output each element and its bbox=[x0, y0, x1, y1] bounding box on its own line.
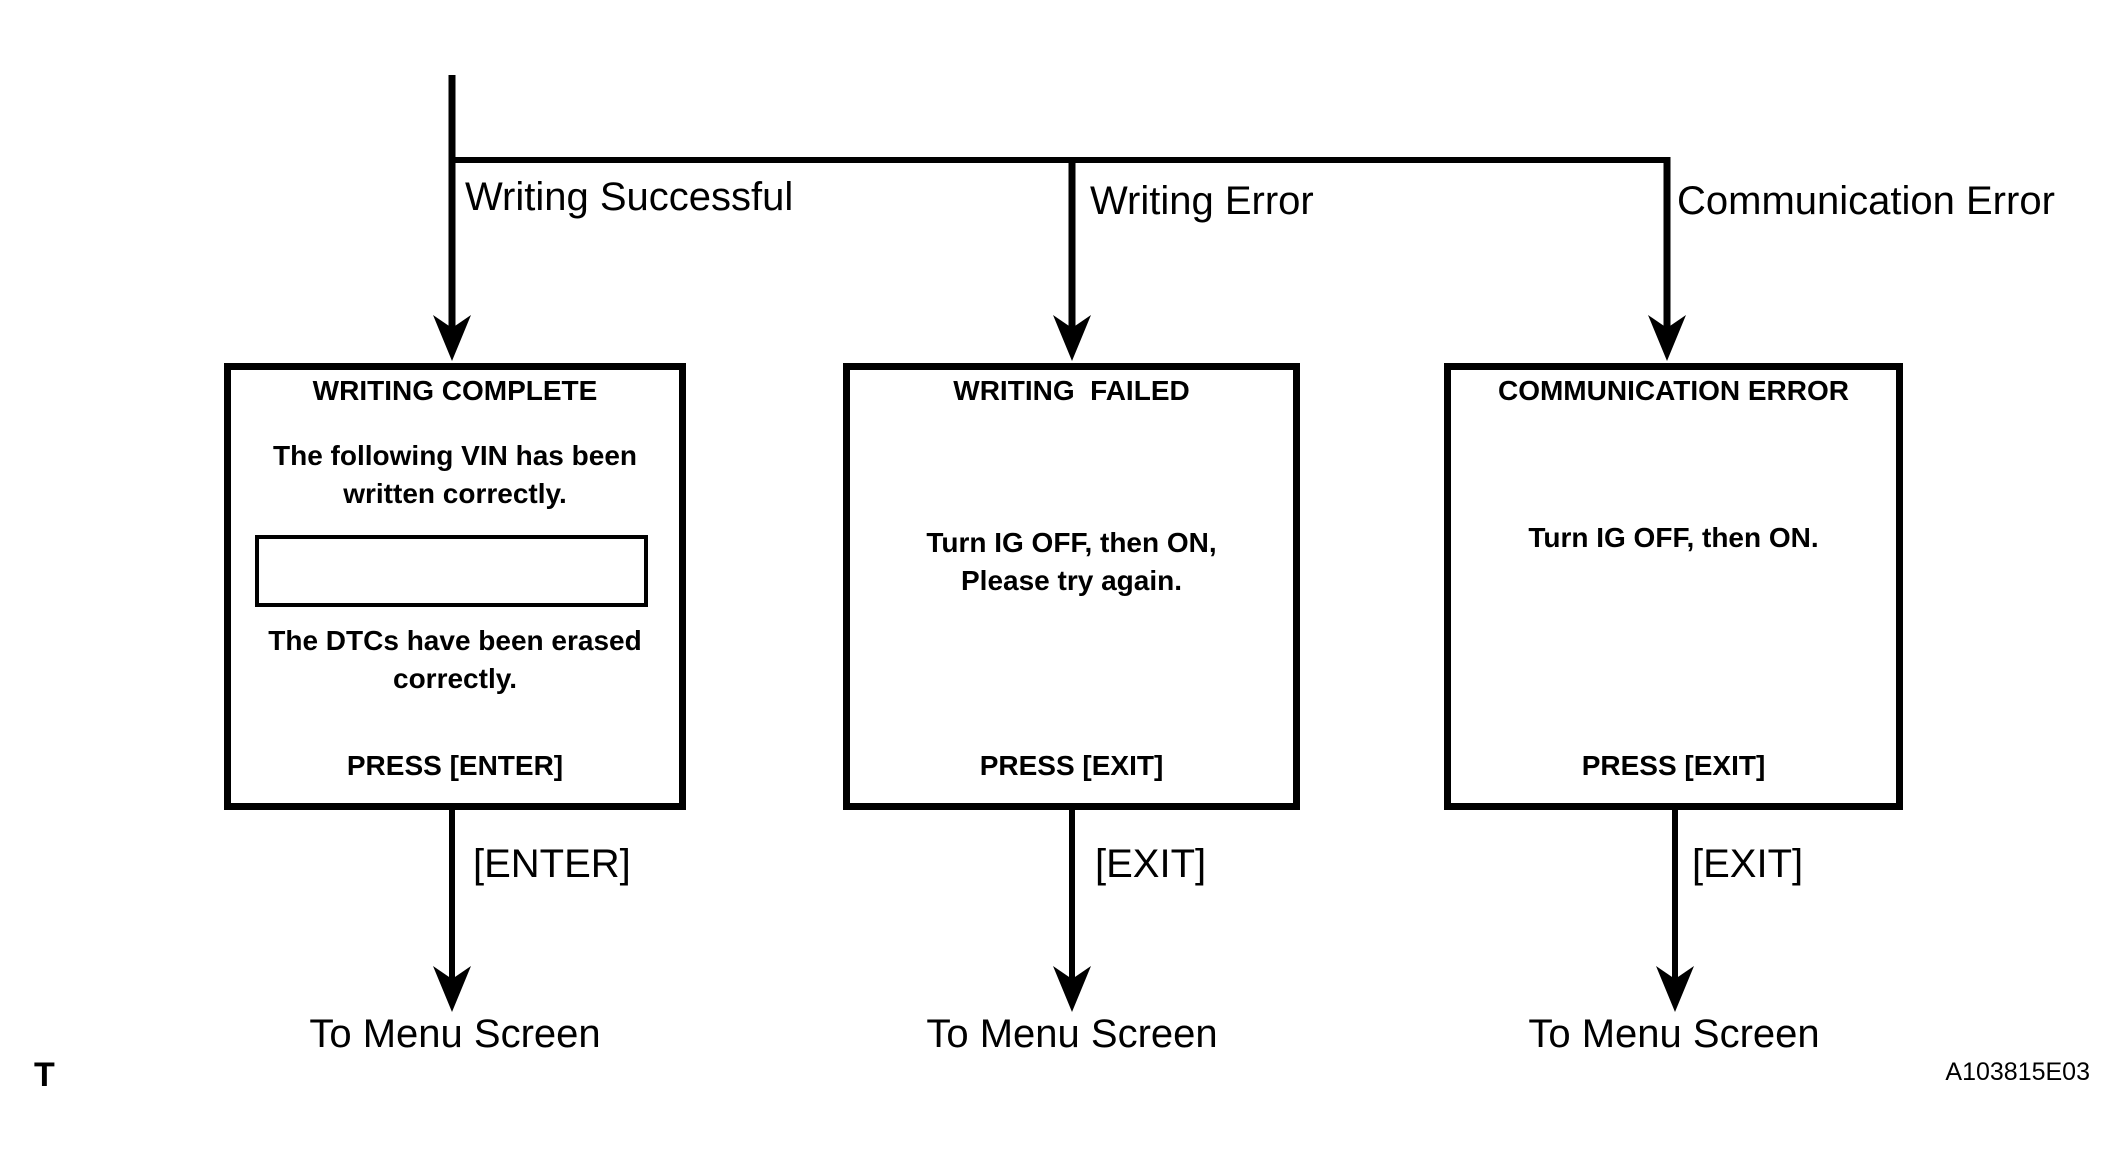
destination-label: To Menu Screen bbox=[309, 1012, 601, 1056]
screen-title: COMMUNICATION ERROR bbox=[1497, 375, 1849, 406]
screen-title: WRITING COMPLETE bbox=[312, 375, 598, 406]
key-label-exit: [EXIT] bbox=[1692, 842, 1804, 886]
press-instruction: PRESS [EXIT] bbox=[1581, 750, 1766, 781]
key-label-exit: [EXIT] bbox=[1095, 842, 1207, 886]
arrowhead-icons bbox=[433, 315, 1694, 1012]
screen-writing-failed: WRITING FAILED Turn IG OFF, then ON, Ple… bbox=[843, 363, 1300, 810]
branch-label-writing-error: Writing Error bbox=[1090, 179, 1314, 223]
page-marker: T bbox=[34, 1056, 55, 1094]
destination-label: To Menu Screen bbox=[926, 1012, 1218, 1056]
branch-label-communication-error: Communication Error bbox=[1677, 179, 2055, 223]
screen-writing-complete: WRITING COMPLETE The following VIN has b… bbox=[224, 363, 686, 810]
screen-communication-error: COMMUNICATION ERROR Turn IG OFF, then ON… bbox=[1444, 363, 1903, 810]
press-instruction: PRESS [ENTER] bbox=[346, 750, 564, 781]
branch-label-writing-successful: Writing Successful bbox=[465, 175, 794, 219]
screen-message: The DTCs have been erased correctly. bbox=[268, 625, 642, 694]
key-label-enter: [ENTER] bbox=[473, 842, 631, 886]
screen-message: Turn IG OFF, then ON, Please try again. bbox=[926, 527, 1217, 596]
press-instruction: PRESS [EXIT] bbox=[979, 750, 1164, 781]
vin-value-field bbox=[255, 535, 648, 607]
destination-label: To Menu Screen bbox=[1528, 1012, 1820, 1056]
screen-title: WRITING FAILED bbox=[953, 375, 1190, 406]
screen-message: Turn IG OFF, then ON. bbox=[1528, 522, 1819, 553]
screen-message: The following VIN has been written corre… bbox=[272, 440, 638, 509]
figure-code: A103815E03 bbox=[1945, 1058, 2090, 1086]
